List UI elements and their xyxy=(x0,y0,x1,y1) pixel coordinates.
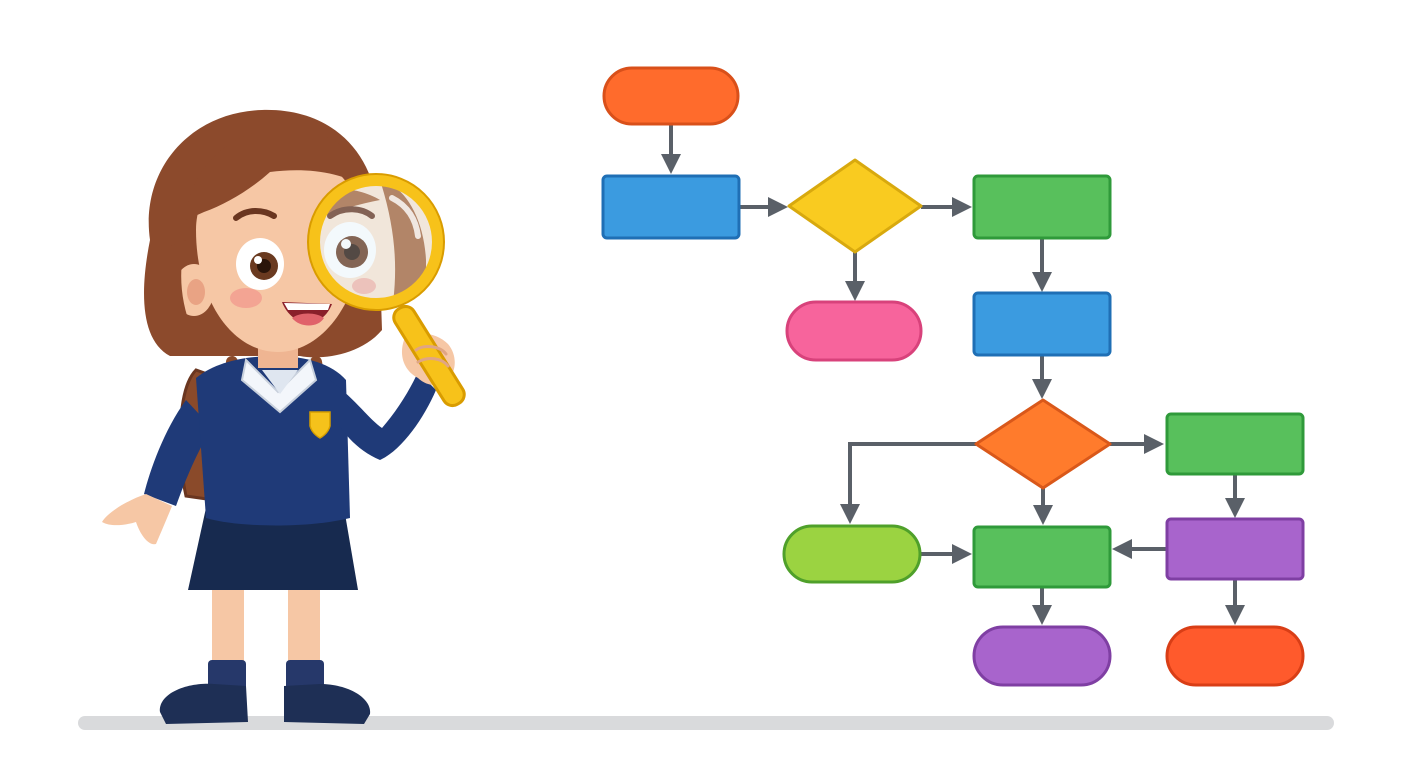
flowchart-node-process-2 xyxy=(972,174,1112,240)
shirt-v xyxy=(262,370,298,394)
left-leg xyxy=(212,588,244,674)
flowchart-node-end-orange xyxy=(1165,625,1305,687)
flowchart-node-process-6 xyxy=(1165,517,1305,581)
left-shoe xyxy=(159,683,248,724)
left-arm-sleeve xyxy=(144,400,212,506)
magnifier-rim xyxy=(308,174,444,310)
flowchart-node-process-4 xyxy=(1165,412,1305,476)
ear-inner xyxy=(187,279,205,305)
right-leg xyxy=(288,588,320,674)
magnifier-rim-outline xyxy=(307,173,445,311)
magnifying-glass-icon xyxy=(307,173,466,408)
right-shoe xyxy=(284,684,371,724)
tongue xyxy=(292,313,324,326)
flowchart-node-decision-1 xyxy=(787,158,923,254)
right-arm-sleeve xyxy=(330,372,436,460)
eyebrow xyxy=(233,208,277,221)
hair-side xyxy=(158,240,192,356)
right-sock xyxy=(286,660,324,690)
flowchart-node-end-pink xyxy=(785,300,923,362)
flowchart-node-terminal-lime xyxy=(782,524,922,584)
flowchart-node-process-3 xyxy=(972,291,1112,357)
fingers xyxy=(414,345,450,368)
flowchart-node-start xyxy=(602,66,740,126)
eye-highlight xyxy=(254,256,262,264)
cheek-blush xyxy=(230,288,262,308)
hair-fringe xyxy=(186,128,370,220)
teeth xyxy=(284,303,330,310)
edge-decision-2-to-terminal-lime xyxy=(840,442,976,524)
sweater xyxy=(196,356,350,526)
crest-icon xyxy=(309,411,331,439)
left-hand xyxy=(102,494,172,545)
shirt-collar xyxy=(240,357,318,414)
flowchart-node-end-purple xyxy=(972,625,1112,687)
flowchart-node-decision-2 xyxy=(974,398,1112,490)
flowchart-node-process-5 xyxy=(972,525,1112,589)
skirt xyxy=(188,508,358,590)
girl-character xyxy=(102,109,455,724)
ground-line xyxy=(78,716,1334,730)
flowchart-node-process-1 xyxy=(601,174,741,240)
flowchart-diagram xyxy=(601,66,1305,687)
left-sock xyxy=(208,660,246,690)
